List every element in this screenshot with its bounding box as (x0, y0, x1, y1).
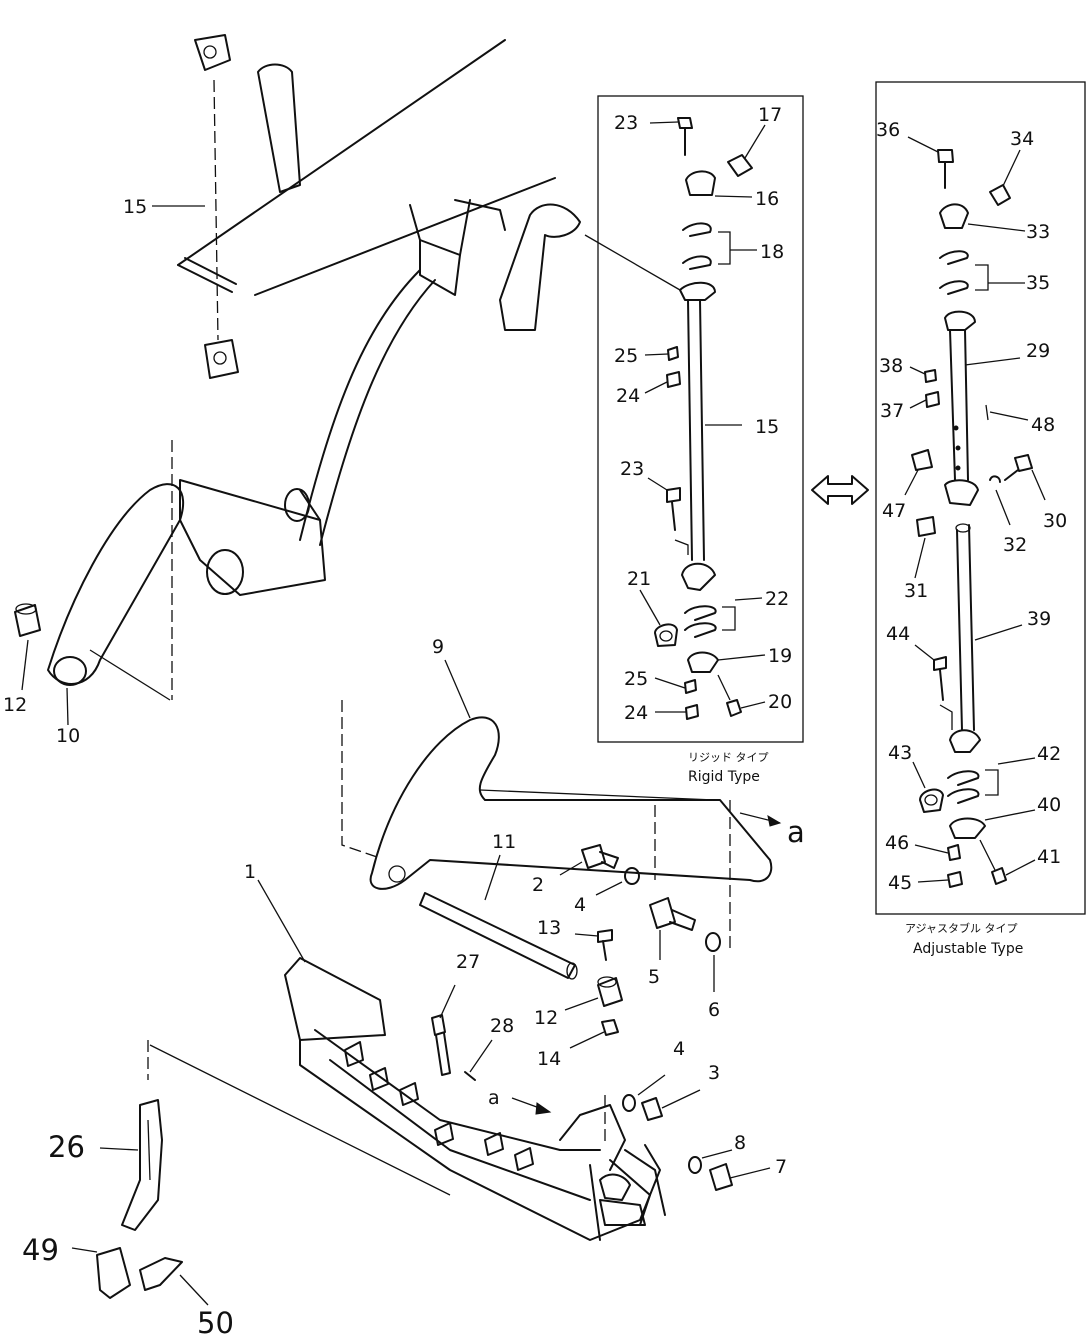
label-7: 7 (775, 1156, 787, 1178)
label-24a: 24 (616, 385, 640, 407)
label-12b: 12 (534, 1007, 558, 1029)
label-43: 43 (888, 742, 912, 764)
label-29: 29 (1026, 340, 1050, 362)
nuts-washers (622, 1074, 771, 1191)
label-30: 30 (1043, 510, 1067, 532)
label-24b: 24 (624, 702, 648, 724)
pins-and-bolts (559, 844, 721, 1049)
label-31: 31 (904, 580, 928, 602)
label-44: 44 (886, 623, 910, 645)
label-23b: 23 (620, 458, 644, 480)
adjustable-type-caption-jp: アジャスタブル タイプ (905, 921, 1018, 935)
label-4a: 4 (574, 894, 586, 916)
box-captions: リジッド タイプ Rigid Type アジャスタブル タイプ Adjustab… (688, 751, 1023, 957)
label-10: 10 (56, 725, 80, 747)
label-25a: 25 (614, 345, 638, 367)
adjustable-type-caption: Adjustable Type (913, 941, 1023, 957)
label-6: 6 (708, 999, 720, 1021)
label-39: 39 (1027, 608, 1051, 630)
label-14: 14 (537, 1048, 561, 1070)
label-8: 8 (734, 1132, 746, 1154)
label-36: 36 (876, 119, 900, 141)
chassis-frame (177, 39, 581, 546)
label-33: 33 (1026, 221, 1050, 243)
label-9: 9 (432, 636, 444, 658)
rigid-type-caption: Rigid Type (688, 769, 760, 785)
pins-27-28 (431, 984, 493, 1081)
label-46: 46 (885, 832, 909, 854)
beam-1 (257, 879, 666, 1241)
label-4b: 4 (673, 1038, 685, 1060)
label-34: 34 (1010, 128, 1034, 150)
label-28: 28 (490, 1015, 514, 1037)
clamp-assembly-15 (152, 34, 239, 379)
label-12a: 12 (3, 694, 27, 716)
label-5: 5 (648, 966, 660, 988)
label-38: 38 (879, 355, 903, 377)
adjustable-type-box (875, 81, 1086, 915)
shaft-11 (419, 854, 578, 980)
label-47: 47 (882, 500, 906, 522)
label-11: 11 (492, 831, 516, 853)
label-42: 42 (1037, 743, 1061, 765)
part-number-labels: 1 2 3 4 4 5 6 7 8 9 10 11 12 12 13 14 15… (3, 104, 1067, 1340)
label-21: 21 (627, 568, 651, 590)
rigid-type-box (584, 95, 804, 743)
shank-mounts (344, 1041, 534, 1171)
label-35: 35 (1026, 272, 1050, 294)
tooth-50 (139, 1257, 209, 1306)
reference-a-bottom: a (488, 1087, 500, 1109)
reference-a-top: a (787, 815, 805, 849)
label-40: 40 (1037, 794, 1061, 816)
label-15a: 15 (123, 196, 147, 218)
label-26: 26 (48, 1130, 85, 1164)
label-23a: 23 (614, 112, 638, 134)
label-2: 2 (532, 874, 544, 896)
label-15b: 15 (755, 416, 779, 438)
label-41: 41 (1037, 846, 1061, 868)
label-17: 17 (758, 104, 782, 126)
label-1: 1 (244, 861, 256, 883)
label-16: 16 (755, 188, 779, 210)
label-20: 20 (768, 691, 792, 713)
shank-26 (99, 1040, 451, 1231)
label-49: 49 (22, 1233, 59, 1267)
label-3: 3 (708, 1062, 720, 1084)
label-22: 22 (765, 588, 789, 610)
ref-arrow-a-bottom (511, 1097, 552, 1115)
rigid-type-caption-jp: リジッド タイプ (688, 751, 769, 764)
tooth-49 (71, 1247, 131, 1299)
label-25b: 25 (624, 668, 648, 690)
label-18: 18 (760, 241, 784, 263)
label-19: 19 (768, 645, 792, 667)
label-48: 48 (1031, 414, 1055, 436)
label-27: 27 (456, 951, 480, 973)
label-13: 13 (537, 917, 561, 939)
arm-bracket-10 (14, 440, 326, 726)
label-45: 45 (888, 872, 912, 894)
interchange-arrow (811, 475, 869, 505)
arm-9 (341, 659, 782, 950)
label-32: 32 (1003, 534, 1027, 556)
label-50: 50 (197, 1306, 234, 1340)
label-37: 37 (880, 400, 904, 422)
